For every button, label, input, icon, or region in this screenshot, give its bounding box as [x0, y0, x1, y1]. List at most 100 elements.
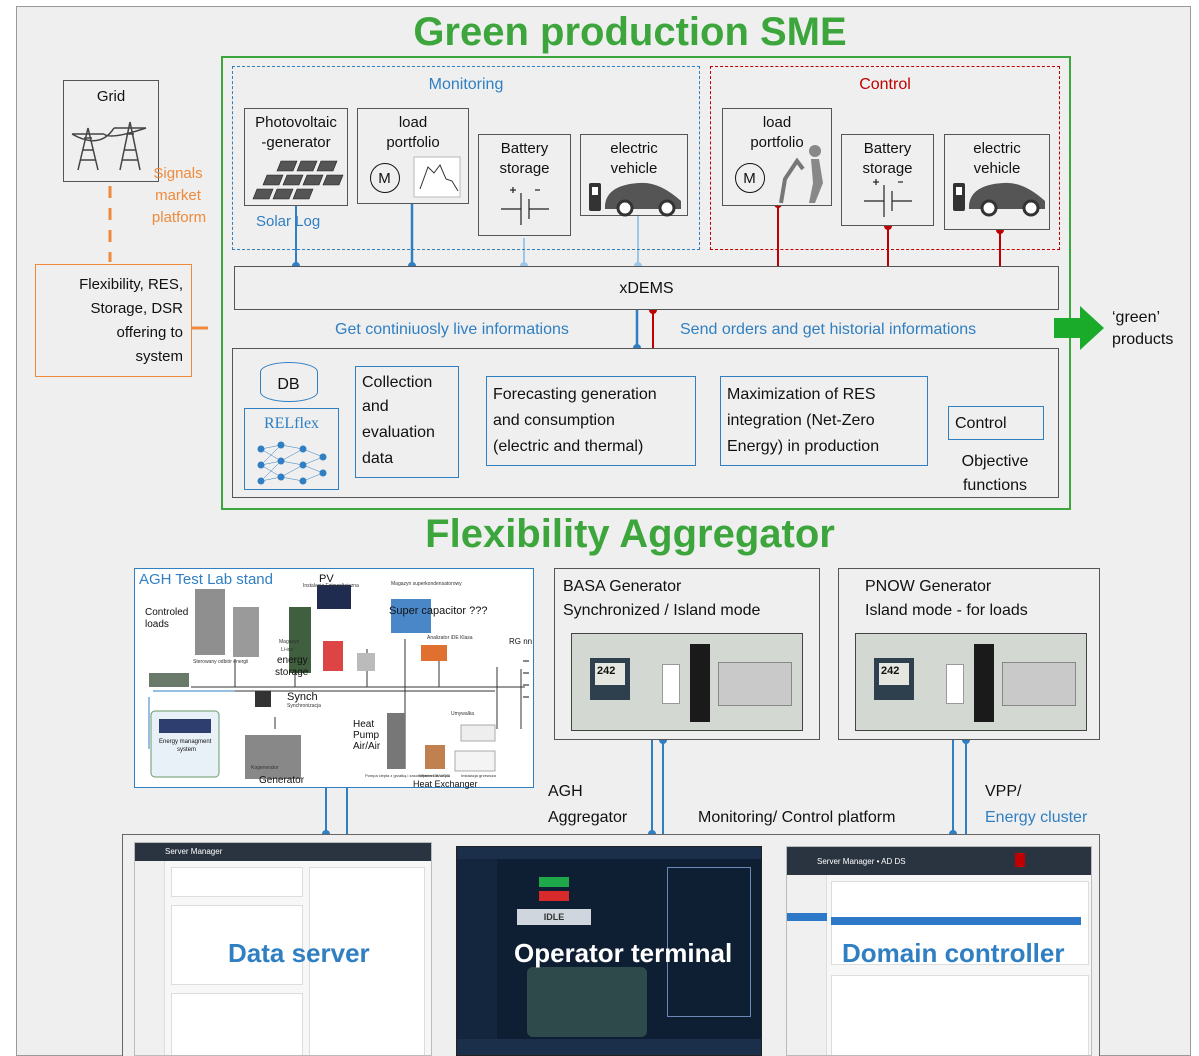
- xdems-live-info: Get continiuosly live informations: [335, 321, 569, 338]
- collection-line3: evaluation: [362, 424, 435, 441]
- operator-terminal-label: Operator terminal: [514, 938, 733, 968]
- lab-generator: Generator: [259, 775, 305, 786]
- forecasting-line1: Forecasting generation: [493, 386, 657, 403]
- relflex-box: RELflex: [244, 408, 339, 490]
- pv-line1: Photovoltaic: [255, 114, 337, 131]
- ev-box: electric vehicle: [580, 134, 688, 217]
- monitoring-title: Monitoring: [428, 76, 504, 93]
- lab-heat-pump-1: Heat: [353, 719, 375, 730]
- data-server-titlebar: Server Manager: [135, 843, 431, 861]
- data-server-panel-2: [171, 905, 303, 985]
- collection-box: Collection and evaluation data: [355, 366, 459, 478]
- control-motor-label: M: [743, 170, 756, 187]
- lab-schematic: [148, 585, 529, 779]
- control-motor-icon: M: [735, 163, 765, 193]
- lab-controlled-sub: Sterowany odbiór energii: [193, 659, 249, 665]
- lab-synch: Synch: [287, 691, 318, 703]
- neural-net-icon: [257, 441, 327, 485]
- objective-line2: functions: [962, 477, 1028, 494]
- data-server-panel-1: [171, 867, 303, 897]
- flex-offer-line4: system: [135, 348, 183, 365]
- motor-icon: M: [370, 163, 400, 193]
- operator-sidebar: [457, 859, 497, 1039]
- battery-line2: storage: [499, 160, 550, 177]
- pnow-generator-box: PNOW Generator Island mode - for loads 2…: [838, 568, 1100, 740]
- pnow-photo: 242: [855, 633, 1087, 731]
- lab-controlled-1: Controled: [145, 607, 189, 618]
- maximization-line2: integration (Net-Zero: [727, 412, 875, 429]
- forecasting-line3: (electric and thermal): [493, 438, 644, 455]
- agh-lab-stand: AGH Test Lab stand: [134, 568, 534, 789]
- lab-ems-1: Energy managment: [159, 739, 212, 745]
- lab-rg: RG nn: [509, 637, 533, 646]
- maximization-box: Maximization of RES integration (Net-Zer…: [720, 376, 928, 466]
- lab-umywalka: Umywalka: [451, 711, 475, 717]
- battery-icon: [501, 187, 549, 225]
- control-process-label: Control: [955, 415, 1007, 432]
- basa-screen: 242: [595, 663, 625, 685]
- pv-line2: -generator: [261, 134, 331, 151]
- monitoring-platform-label: Monitoring/ Control platform: [698, 809, 896, 826]
- lab-heat-exchanger: Heat Exchanger: [413, 779, 478, 789]
- pnow-line1: PNOW Generator: [865, 578, 992, 595]
- domain-selected-row: [831, 917, 1081, 925]
- title-green-production: Green production SME: [413, 10, 847, 54]
- control-load-line1: load: [762, 114, 792, 131]
- control-ev-line1: electric: [973, 140, 1021, 157]
- domain-panel-2: [831, 975, 1089, 1055]
- forecasting-line2: and consumption: [493, 412, 615, 429]
- domain-sidebar-selected: [787, 913, 827, 921]
- lab-storage-2: Li-ion: [281, 647, 294, 653]
- data-server-screen: Server Manager: [134, 842, 432, 1056]
- basa-meter: 242: [590, 658, 630, 700]
- domain-titlebar: Server Manager • AD DS: [787, 847, 1091, 875]
- title-flexibility-aggregator: Flexibility Aggregator: [425, 512, 835, 556]
- solar-log-label: Solar Log: [256, 213, 321, 230]
- collection-line1: Collection: [362, 374, 433, 391]
- control-load-box: load portfolio M: [722, 108, 832, 206]
- energy-cluster-label: Energy cluster: [985, 809, 1088, 826]
- pnow-io: [1002, 662, 1076, 706]
- data-server-sidebar: [135, 861, 165, 1055]
- load-curve-icon: [413, 156, 461, 198]
- lab-heat-pump-3: Air/Air: [353, 741, 381, 752]
- basa-io: [718, 662, 792, 706]
- basa-controller: [690, 644, 710, 722]
- maximization-line1: Maximization of RES: [727, 386, 876, 403]
- flex-offer-line3: offering to: [116, 324, 183, 341]
- pnow-module: [946, 664, 964, 704]
- load-portfolio-box: load portfolio M: [357, 108, 469, 204]
- grid-label: Grid: [96, 88, 126, 105]
- lab-instalacja: Instalacja grzewcza: [461, 773, 496, 778]
- robot-arm-icon: [779, 145, 823, 204]
- basa-display: 242: [597, 665, 616, 677]
- operator-red-indicator: [539, 891, 569, 901]
- ev-line1: electric: [610, 140, 658, 157]
- relflex-label: RELflex: [263, 415, 320, 432]
- pnow-screen: 242: [879, 663, 909, 685]
- data-server-panel-3: [171, 993, 303, 1055]
- monitoring-group: Monitoring: [232, 66, 700, 250]
- grid-box: Grid: [63, 80, 159, 182]
- green-products-line2: products: [1112, 331, 1174, 348]
- pnow-controller: [974, 644, 994, 722]
- domain-controller-screen: Server Manager • AD DS: [786, 846, 1092, 1056]
- lab-analyzer: Analizator iDE Klasa: [427, 635, 473, 641]
- lab-title: AGH Test Lab stand: [139, 571, 273, 588]
- signals-line3: platform: [151, 209, 207, 226]
- control-ev-line2: vehicle: [973, 160, 1021, 177]
- sme-frame: [221, 56, 1071, 510]
- flex-offer-line1: Flexibility, RES,: [79, 276, 183, 293]
- db-label: DB: [277, 376, 300, 393]
- maximization-line3: Energy) in production: [727, 438, 880, 455]
- lab-storage-3: energy: [277, 655, 308, 666]
- flex-offer-box: Flexibility, RES, Storage, DSR offering …: [35, 264, 192, 377]
- xdems-orders-info: Send orders and get historial informatio…: [680, 321, 977, 338]
- operator-terminal-screen: IDLE: [456, 846, 762, 1056]
- battery-box: Battery storage: [478, 134, 571, 236]
- collection-line4: data: [362, 450, 394, 467]
- operator-topbar: [457, 847, 761, 859]
- battery-line1: Battery: [500, 140, 549, 157]
- aggregator-label: Aggregator: [548, 809, 628, 826]
- control-ev-icon: [953, 182, 1045, 217]
